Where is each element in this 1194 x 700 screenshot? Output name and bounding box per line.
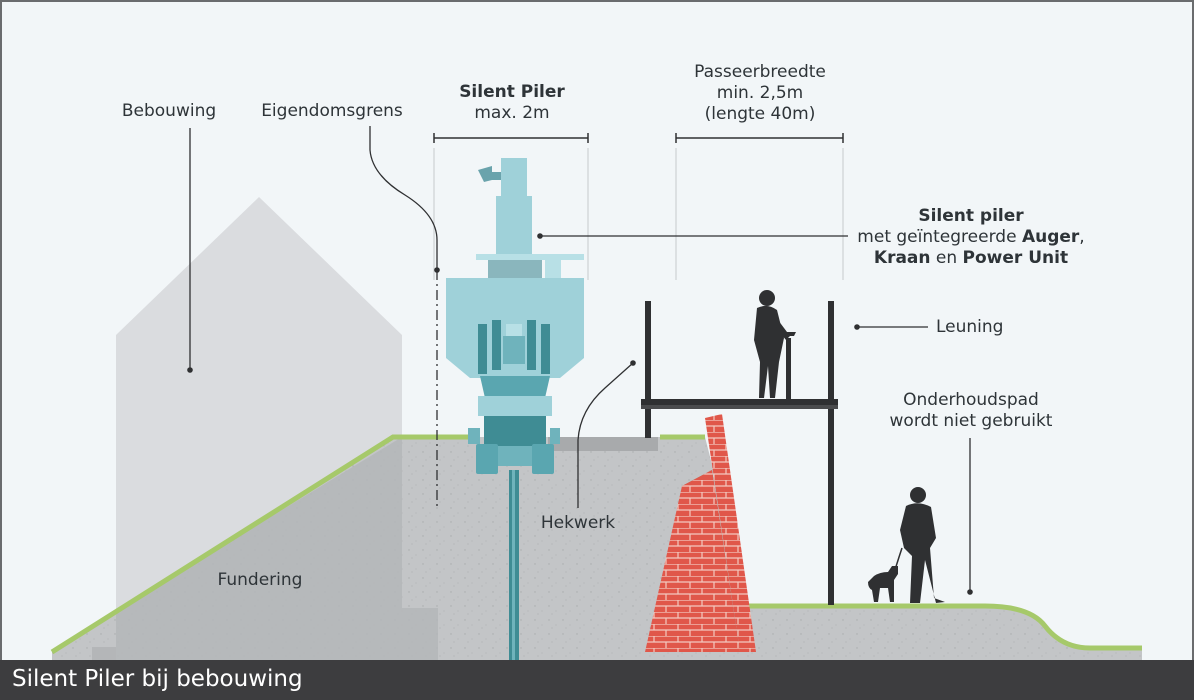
dimension-passeerbreedte [675,133,844,280]
label-callout-auger: Auger [1021,227,1080,247]
label-passeerbreedte-3: (lengte 40m) [704,104,816,124]
label-hekwerk: Hekwerk [540,513,616,533]
dimension-silent-piler [433,133,589,280]
footer-title: Silent Piler bij bebouwing [12,666,303,692]
label-callout-machine: Silent piler met geïntegreerde Auger, Kr… [848,206,1094,269]
label-callout-comma: , [1079,227,1085,247]
label-eigendomsgrens: Eigendomsgrens [261,101,403,121]
label-silent-piler-width: max. 2m [474,103,550,123]
label-onderhoudspad-1: Onderhoudspad [903,390,1039,410]
silent-piler-machine [446,158,584,474]
label-onderhoudspad-2: wordt niet gebruikt [889,411,1053,431]
label-silent-piler-title: Silent Piler [459,82,565,102]
label-bebouwing: Bebouwing [121,101,217,121]
label-callout-prefix: met geïntegreerde [857,227,1022,247]
bridge-structure [641,301,838,605]
label-passeerbreedte: Passeerbreedte min. 2,5m (lengte 40m) [676,62,844,125]
leader-lines [189,126,971,592]
label-callout-title: Silent piler [918,206,1024,226]
work-platform [548,437,658,451]
brick-wall-cap [705,414,756,652]
grass-right [748,603,1142,651]
label-passeerbreedte-1: Passeerbreedte [694,62,826,82]
person-with-dog-silhouette [868,487,945,603]
brick-wall [645,470,740,652]
foundation-block [116,437,438,660]
person-with-bike-silhouette [754,290,796,400]
label-silent-piler-dimension: Silent Piler max. 2m [436,82,588,124]
label-callout-power: Power Unit [962,248,1069,268]
grass-left [50,434,470,655]
label-passeerbreedte-2: min. 2,5m [716,83,804,103]
leader-dots [187,233,973,595]
label-onderhoudspad: Onderhoudspad wordt niet gebruikt [880,390,1062,432]
label-leuning: Leuning [936,317,1004,337]
label-callout-en: en [930,248,963,268]
label-callout-kraan: Kraan [873,248,931,268]
label-fundering: Fundering [217,570,303,590]
footer-bar: Silent Piler bij bebouwing [0,660,1194,700]
